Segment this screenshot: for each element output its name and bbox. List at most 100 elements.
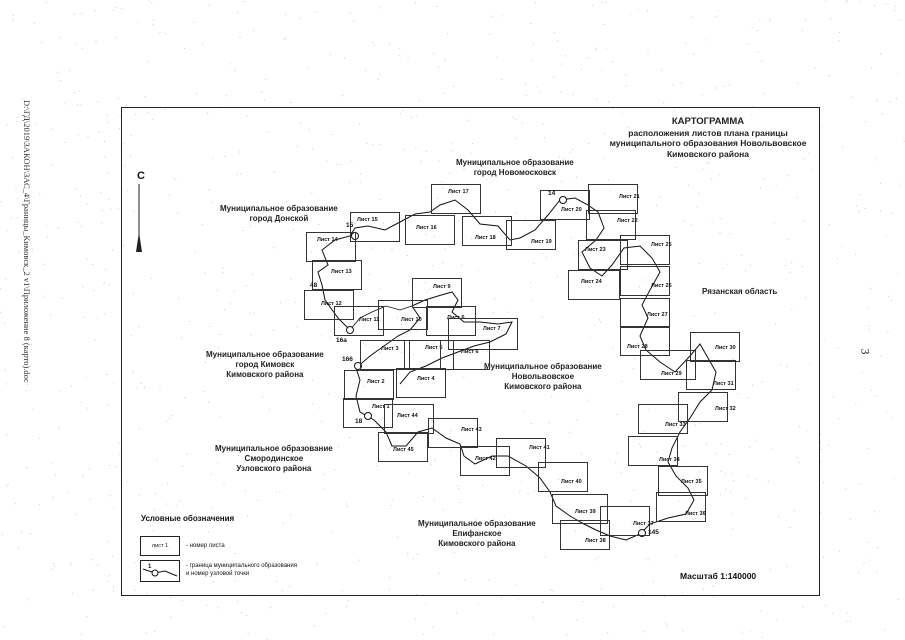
legend-sheet-sample: лист 1: [140, 536, 180, 556]
sheet-label: Лист 43: [461, 427, 482, 433]
speckle: [479, 170, 480, 172]
speckle: [837, 418, 839, 420]
speckle: [134, 589, 136, 591]
speckle: [797, 82, 799, 84]
sheet-box: Лист 21: [588, 184, 640, 214]
speckle: [859, 483, 861, 485]
sheet-box: Лист 35: [658, 466, 708, 496]
node-number: 14: [548, 190, 556, 197]
speckle: [16, 121, 18, 123]
speckle: [759, 187, 761, 189]
speckle: [798, 462, 800, 463]
speckle: [485, 540, 487, 541]
speckle: [193, 21, 195, 23]
speckle: [825, 0, 826, 2]
speckle: [715, 87, 717, 89]
speckle: [137, 21, 139, 23]
speckle: [616, 414, 618, 415]
speckle: [408, 472, 410, 474]
sheet-label: Лист 6: [461, 349, 479, 355]
speckle: [698, 471, 700, 473]
speckle: [887, 331, 889, 333]
speckle: [319, 407, 321, 409]
speckle: [414, 618, 416, 620]
speckle: [551, 396, 553, 398]
speckle: [868, 325, 870, 327]
speckle: [267, 131, 269, 133]
speckle: [265, 215, 267, 217]
speckle: [349, 437, 351, 439]
speckle: [705, 39, 707, 41]
speckle: [123, 143, 125, 145]
speckle: [109, 284, 111, 286]
speckle: [544, 556, 546, 558]
speckle: [171, 415, 173, 417]
speckle: [897, 73, 899, 75]
speckle: [6, 485, 8, 487]
speckle: [415, 147, 417, 149]
speckle: [485, 178, 487, 180]
speckle: [791, 309, 793, 311]
speckle: [539, 91, 540, 93]
speckle: [290, 278, 292, 280]
speckle: [4, 322, 6, 324]
speckle: [576, 419, 578, 421]
speckle: [110, 495, 112, 497]
speckle: [75, 514, 77, 516]
speckle: [261, 91, 262, 93]
speckle: [398, 48, 400, 50]
speckle: [144, 95, 146, 97]
sheet-box: Лист 10: [378, 300, 428, 330]
speckle: [194, 251, 196, 253]
speckle: [751, 114, 753, 116]
speckle: [652, 581, 654, 583]
speckle: [313, 625, 315, 627]
speckle: [93, 290, 95, 292]
speckle: [877, 547, 879, 548]
speckle: [729, 233, 730, 235]
speckle: [292, 228, 294, 230]
speckle: [250, 334, 252, 336]
speckle: [239, 37, 241, 38]
speckle: [31, 344, 32, 346]
speckle: [104, 313, 106, 315]
speckle: [596, 47, 598, 49]
speckle: [461, 264, 463, 266]
sheet-box: Лист 44: [384, 404, 434, 434]
speckle: [132, 372, 134, 373]
speckle: [262, 396, 264, 398]
speckle: [839, 32, 841, 33]
speckle: [334, 469, 336, 471]
speckle: [12, 157, 14, 158]
speckle: [168, 194, 170, 196]
sheet-box: Лист 33: [638, 404, 688, 434]
speckle: [731, 513, 733, 515]
sheet-box: Лист 31: [686, 360, 736, 390]
speckle: [202, 224, 203, 226]
speckle: [470, 152, 472, 154]
speckle: [441, 181, 443, 182]
speckle: [532, 617, 534, 619]
speckle: [763, 93, 765, 95]
speckle: [849, 518, 851, 520]
legend-sheet-desc: - номер листа: [186, 543, 225, 549]
node-number: 166: [342, 356, 353, 363]
speckle: [396, 317, 398, 319]
speckle: [436, 6, 438, 7]
speckle: [885, 235, 887, 236]
legend-boundary-desc: - граница муниципального образования и н…: [186, 562, 297, 578]
speckle: [632, 368, 634, 370]
speckle: [285, 37, 287, 39]
speckle: [433, 53, 434, 54]
speckle: [448, 369, 450, 371]
speckle: [676, 409, 678, 411]
sheet-box: Лист 11: [334, 306, 384, 336]
speckle: [328, 393, 330, 395]
speckle: [505, 521, 507, 523]
speckle: [432, 265, 434, 267]
speckle: [717, 10, 719, 12]
speckle: [268, 408, 270, 410]
sheet-box: Лист 15: [350, 212, 400, 242]
speckle: [775, 185, 777, 187]
sheet-label: Лист 22: [617, 218, 638, 224]
